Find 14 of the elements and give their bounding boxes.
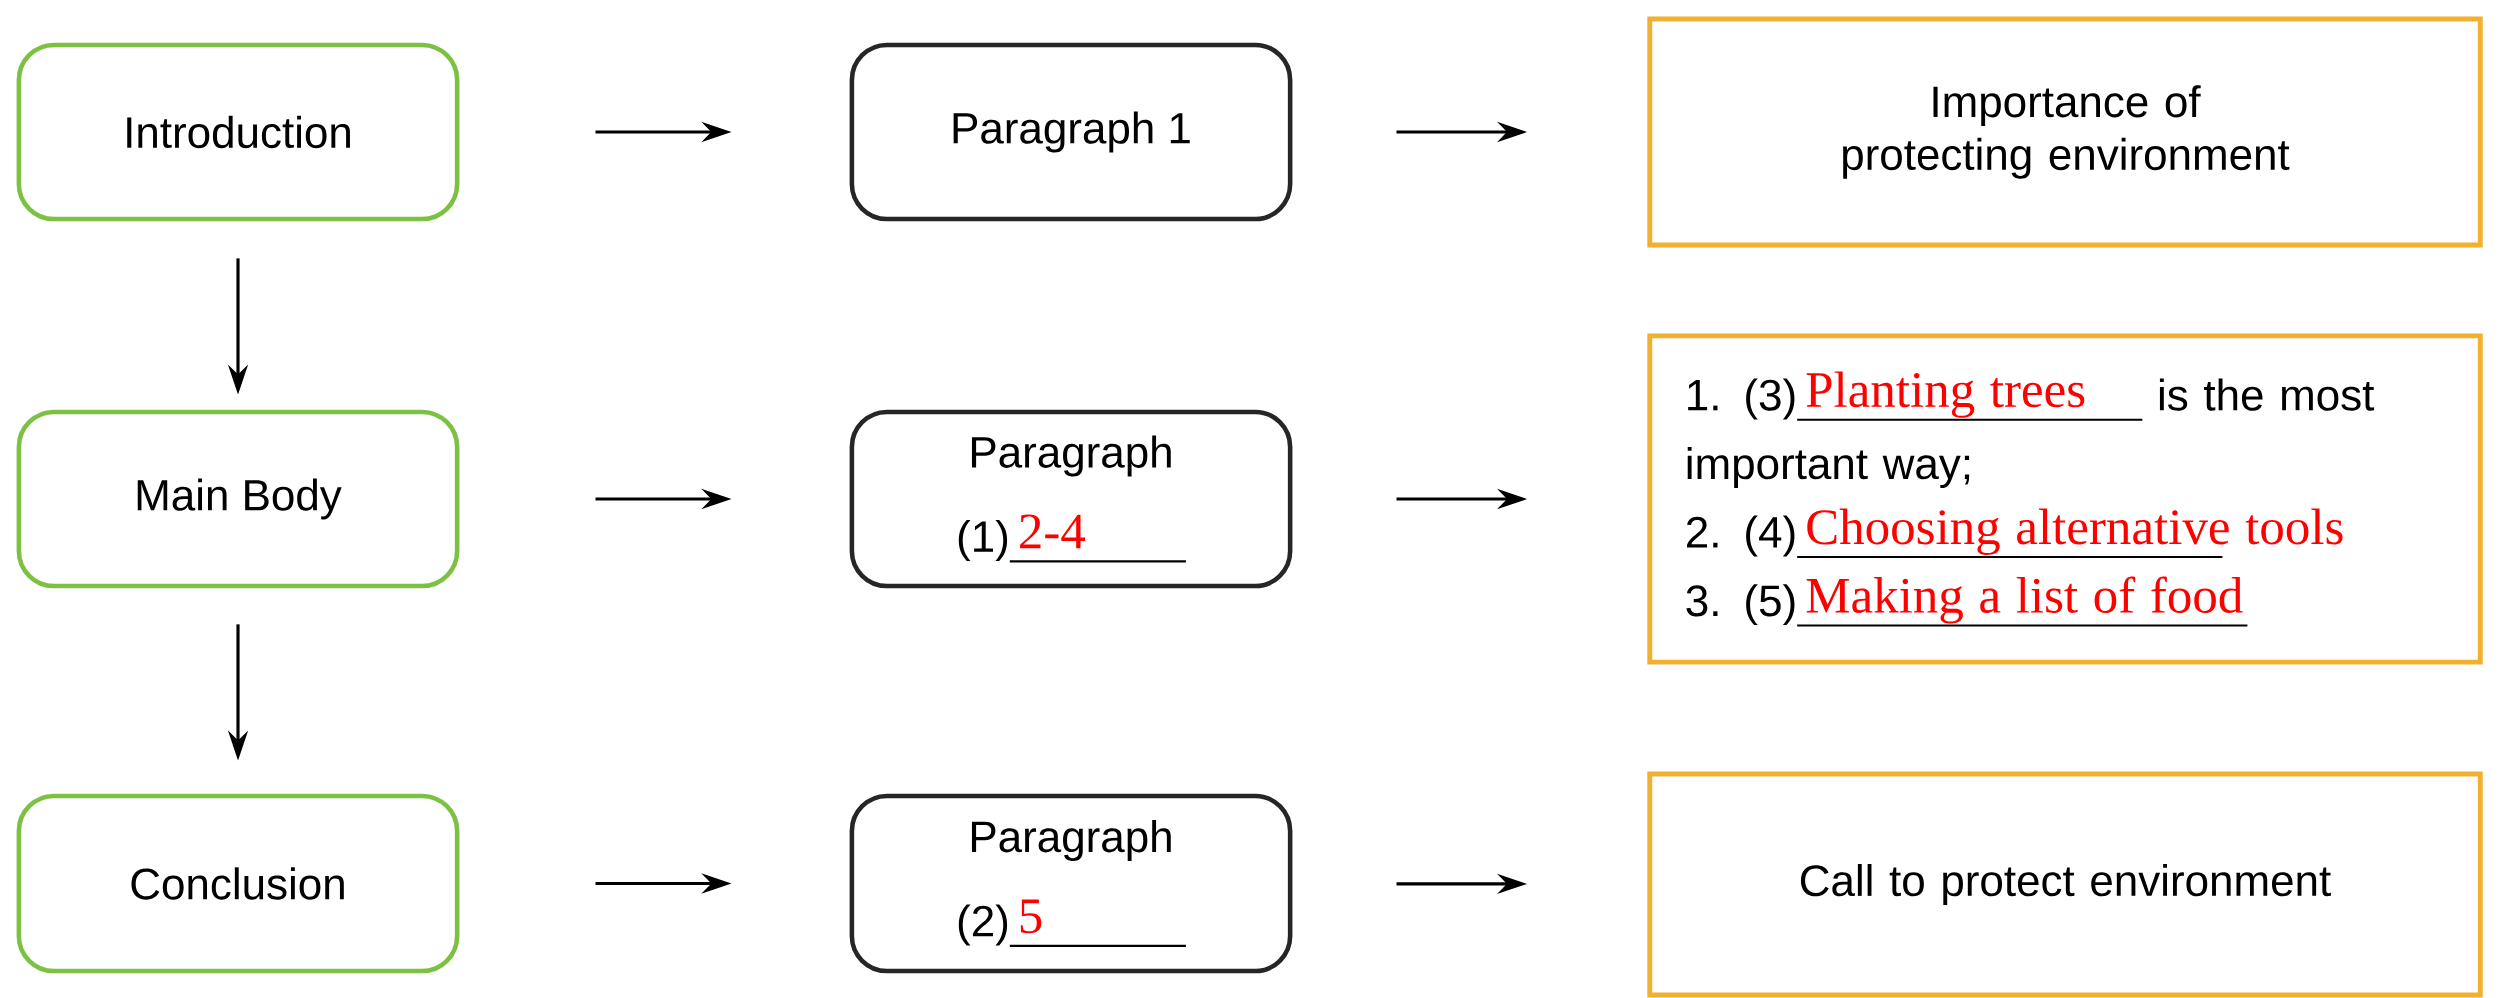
section-box: Conclusion	[16, 793, 460, 974]
content-box: Call to protect environment	[1647, 771, 2483, 998]
answer-text: Choosing alternative tools	[1807, 508, 2343, 555]
content-box: 1. (3) Planting trees is the most important way; 2. (4) Choosing alternative tools 3. (5) Making a list of food	[1647, 333, 2483, 665]
answer-text: Planting trees	[1806, 371, 2085, 418]
paragraph-box: Paragraph 1	[849, 42, 1293, 222]
section-box: Introduction	[16, 42, 460, 222]
answer-text: Making a list of food	[1806, 576, 2243, 624]
paragraph-box: Paragraph (1) 2-4	[849, 409, 1293, 589]
section-box: Main Body	[16, 409, 460, 589]
content-box: Importance of protecting environment	[1647, 16, 2483, 248]
answer-text: 5	[1020, 899, 1042, 934]
paragraph-box: Paragraph (2) 5	[849, 793, 1293, 974]
answer-text: 2-4	[1020, 514, 1085, 549]
